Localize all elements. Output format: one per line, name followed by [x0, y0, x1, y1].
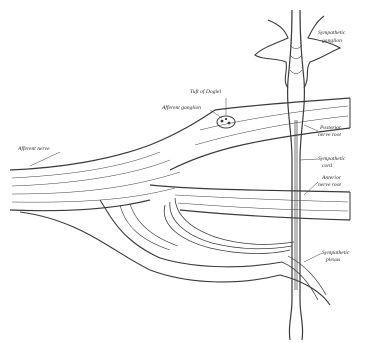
label-posterior-nerve-root-2: nerve root — [318, 132, 341, 138]
label-afferent-ganglion: Afferent ganglion — [161, 104, 201, 111]
afferent-ganglion — [217, 116, 235, 128]
sympathetic-ganglion — [255, 16, 340, 88]
label-tuft-of-dogiel: Tuft of Dogiel — [190, 88, 222, 95]
label-leaders — [30, 98, 322, 262]
label-sympathetic-cord-2: cord — [322, 163, 332, 169]
label-sympathetic-plexus-2: plexus — [325, 257, 340, 263]
sympathetic-cord — [288, 10, 305, 340]
label-sympathetic-cord-1: Sympathetic — [318, 156, 346, 162]
anterior-nerve-root — [150, 185, 350, 220]
label-sympathetic-ganglion-1: Sympathetic — [318, 30, 346, 36]
sympathetic-plexus-loops — [20, 198, 330, 305]
label-anterior-nerve-root-1: Anterior — [321, 175, 342, 181]
label-anterior-nerve-root-2: nerve root — [318, 182, 341, 188]
label-sympathetic-plexus-1: Sympathetic — [322, 250, 350, 256]
label-sympathetic-ganglion-2: ganglion — [322, 38, 342, 44]
label-posterior-nerve-root-1: Posterior — [319, 125, 342, 131]
label-afferent-nerve: Afferent nerve — [17, 145, 50, 152]
